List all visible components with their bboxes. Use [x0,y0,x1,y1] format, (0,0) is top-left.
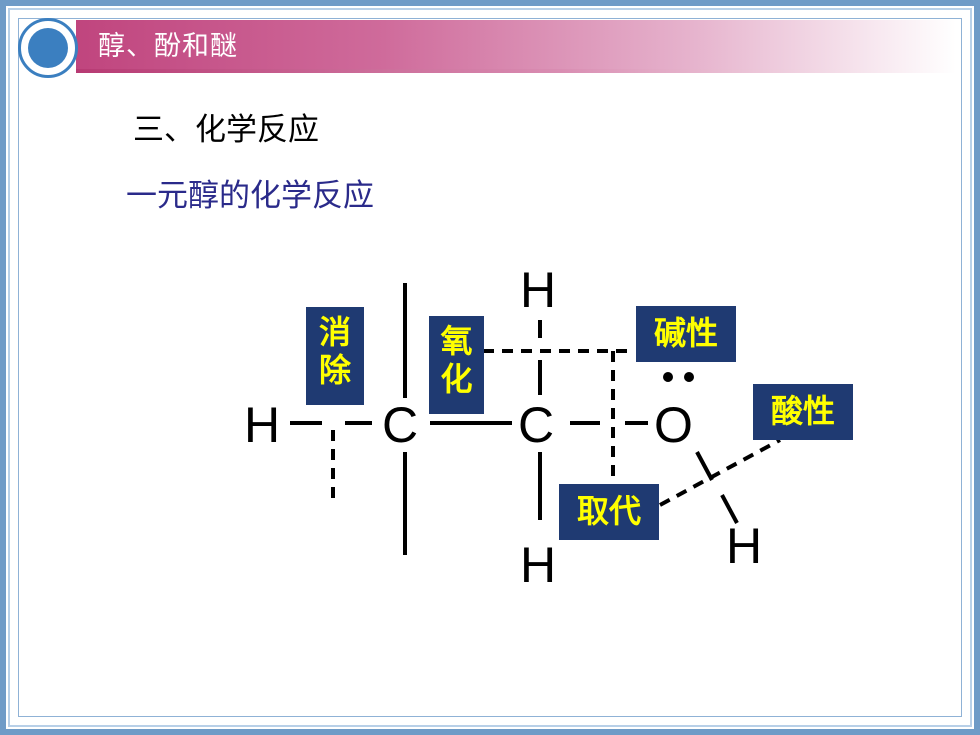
substitution-label: 取代 [559,484,659,540]
acidity-dash [659,438,781,507]
bond-o-h-b [720,494,739,524]
basicity-label: 碱性 [636,306,736,362]
atom-c1: C [382,397,418,453]
atom-o: O [654,397,693,453]
atom-h-right: H [726,518,762,574]
lone-pair-dot-1 [663,372,673,382]
atom-h-top: H [520,262,556,318]
header-underline [76,69,956,73]
section-heading: 三、化学反应 [133,112,319,148]
oxidation-label: 氧 化 [429,316,484,414]
sub-heading: 一元醇的化学反应 [126,178,374,214]
atom-c2: C [518,397,554,453]
header-bar [76,20,956,70]
elimination-label: 消 除 [306,307,364,405]
atom-h-bottom: H [520,537,556,593]
university-logo-icon [18,18,78,78]
atom-h-left: H [244,397,280,453]
bond-o-h-a [695,451,714,481]
frame-inner-border [18,18,962,717]
header-title: 醇、酚和醚 [98,31,238,62]
lone-pair-dot-2 [684,372,694,382]
acidity-label: 酸性 [753,384,853,440]
